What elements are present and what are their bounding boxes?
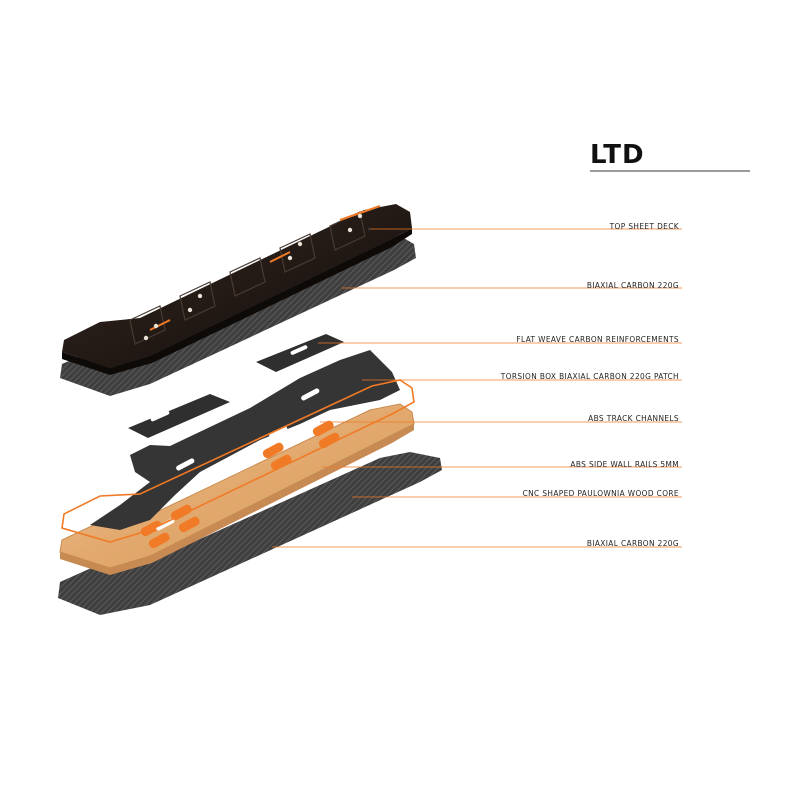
label-flat-weave-reinforcements: FLAT WEAVE CARBON REINFORCEMENTS [516,334,679,344]
top-sheet-deck [62,204,412,368]
abs-track-channels [140,420,340,549]
label-top-sheet-deck: TOP SHEET DECK [609,221,679,231]
label-side-wall-rails: ABS SIDE WALL RAILS 5mm [570,459,679,469]
flat-weave-carbon-reinforcements [128,334,344,438]
patch-insert-slots [156,388,320,531]
torsion-box-carbon-patch [90,350,400,530]
model-title: LTD [590,140,645,170]
deck-orange-accents [149,205,381,331]
deck-inserts [143,213,363,341]
title-underline [590,170,750,172]
label-biaxial-carbon-upper: BIAXIAL CARBON 220g [586,280,679,290]
label-biaxial-carbon-lower: BIAXIAL CARBON 220g [586,538,679,548]
label-torsion-box-patch: TORSION BOX BIAXIAL CARBON 220g PATCH [500,371,679,381]
bottom-biaxial-carbon-layer [58,452,442,615]
label-track-channels: ABS TRACK CHANNELS [588,413,679,423]
abs-side-wall-rails [61,379,415,543]
leader-lines [272,227,682,548]
label-wood-core: CNC SHAPED PAULOWNIA WOOD CORE [522,488,679,498]
